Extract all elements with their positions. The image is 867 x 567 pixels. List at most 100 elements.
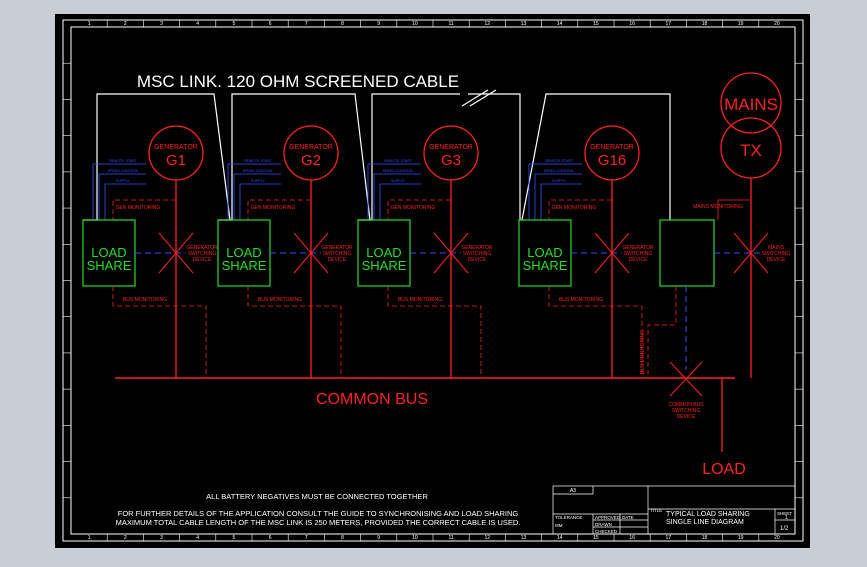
details-note: FOR FURTHER DETAILS OF THE APPLICATION C… [118,509,519,518]
frame-col-number-bottom: 3 [160,535,163,541]
loadshare-label-2: SHARE [523,258,568,273]
common-switch-label-3: DEVICE [677,414,696,420]
title-block-title-tag: TITLE [650,508,662,513]
battery-note: ALL BATTERY NEGATIVES MUST BE CONNECTED … [206,492,428,501]
bus-monitoring-label: BUS MONITORING [123,297,167,303]
title-block-tolerance: TOLERANCE [555,515,582,520]
mains-monitoring-label: MAINS MONITORING [693,204,743,210]
frame-col-number-top: 10 [412,21,418,27]
bus-monitoring-label: BUS MONITORING [559,297,603,303]
gen-switch-label: GENERATOR [622,245,654,251]
gen-switch-label: DEVICE [193,257,212,263]
frame-col-number-bottom: 1 [88,535,91,541]
gen-switch-label: GENERATOR [461,245,493,251]
frame-col-number-bottom: 11 [448,535,453,541]
title-block-cell-date: DATE [622,515,634,520]
frame-col-number-bottom: 2 [124,535,127,541]
frame-col-number-bottom: 16 [629,535,635,541]
frame-col-number-top: 3 [160,21,163,27]
frame-col-number-top: 2 [124,21,127,27]
mains-switch-label-1: MAINS [768,245,785,251]
signal-label: SPEED CONTROL [243,169,274,173]
title-block-cell-drawn: DRAWN [595,522,612,527]
title-block-sheet-of: 1/2 [780,526,789,532]
frame-col-number-bottom: 13 [521,535,527,541]
frame-col-number-top: 11 [448,21,453,27]
signal-label: SPEED CONTROL [544,169,575,173]
cable-note: MAXIMUM TOTAL CABLE LENGTH OF THE MSC LI… [116,518,521,527]
mains-switch-label-3: DEVICE [767,257,786,263]
title-block-title-1: TYPICAL LOAD SHARING [666,511,750,518]
gen-monitoring-label: GEN MONITORING [552,205,597,211]
generator-label: GENERATOR [154,144,198,151]
frame-col-number-top: 9 [377,21,380,27]
frame-col-number-top: 17 [666,21,672,27]
frame-col-number-bottom: 14 [557,535,563,541]
title-block-cell-checked: CHECKED [595,529,618,534]
gen-switch-label: DEVICE [328,257,347,263]
gen-switch-label: SWITCHING [463,251,492,257]
frame-col-number-top: 4 [196,21,199,27]
signal-label: SUPPLY [251,179,266,183]
loadshare-label-2: SHARE [362,258,407,273]
loadshare-label-1: LOAD [91,245,126,260]
gen-monitoring-label: GEN MONITORING [391,205,436,211]
gen-switch-label: SWITCHING [188,251,217,257]
frame-col-number-top: 15 [593,21,599,27]
frame-col-number-bottom: 20 [774,535,780,541]
frame-col-number-top: 20 [774,21,780,27]
generator-id-label: G16 [598,152,626,169]
signal-label: REMOTE START [545,159,574,163]
frame-col-number-bottom: 7 [305,535,308,541]
generator-label: GENERATOR [429,144,473,151]
frame-col-number-top: 8 [341,21,344,27]
frame-col-number-top: 13 [521,21,527,27]
title-block-sheet-tag: SHEET [777,511,792,516]
drawing-sheet [55,14,810,548]
frame-col-number-top: 19 [738,21,744,27]
frame-col-number-top: 7 [305,21,308,27]
bus-monitoring-vertical-label: BUS MONITORING [640,330,646,374]
common-bus-label: COMMON BUS [316,391,428,408]
frame-col-number-bottom: 18 [702,535,708,541]
title-block [552,485,796,535]
frame-col-number-top: 5 [233,21,236,27]
frame-col-number-bottom: 10 [412,535,418,541]
msc-link-title: MSC LINK. 120 OHM SCREENED CABLE [137,72,459,91]
generator-id-label: G2 [301,152,321,169]
frame-col-number-bottom: 4 [196,535,199,541]
frame-col-number-bottom: 12 [485,535,491,541]
frame-col-number-bottom: 5 [233,535,236,541]
generator-label: GENERATOR [289,144,333,151]
frame-col-number-bottom: 19 [738,535,744,541]
generator-label: GENERATOR [590,144,634,151]
generator-id-label: G3 [441,152,461,169]
common-bus-switch: COMMON BUS SWITCHING DEVICE LOAD [669,361,746,478]
mains-circle [720,72,782,134]
loadshare-label-1: LOAD [527,245,562,260]
gen-switch-label: GENERATOR [321,245,353,251]
frame-col-number-top: 6 [269,21,272,27]
signal-label: SPEED CONTROL [383,169,414,173]
title-block-size: A3 [570,488,576,494]
bus-monitoring-label: BUS MONITORING [258,297,302,303]
title-block-sheet-no: 1 [785,515,788,521]
mains-switch-label-2: SWITCHING [762,251,791,257]
frame-column-ticks: 1122334455667788991010111112121313141415… [88,20,780,541]
frame-col-number-top: 14 [557,21,563,27]
frame-col-number-bottom: 15 [593,535,599,541]
title-block-dim: MM [555,523,563,528]
loadshare-label-2: SHARE [87,258,132,273]
frame-col-number-top: 12 [485,21,491,27]
frame-col-number-top: 16 [629,21,635,27]
gen-monitoring-label: GEN MONITORING [116,205,161,211]
generator-id-label: G1 [166,152,186,169]
frame-col-number-bottom: 9 [377,535,380,541]
mains-label: MAINS [724,95,778,114]
